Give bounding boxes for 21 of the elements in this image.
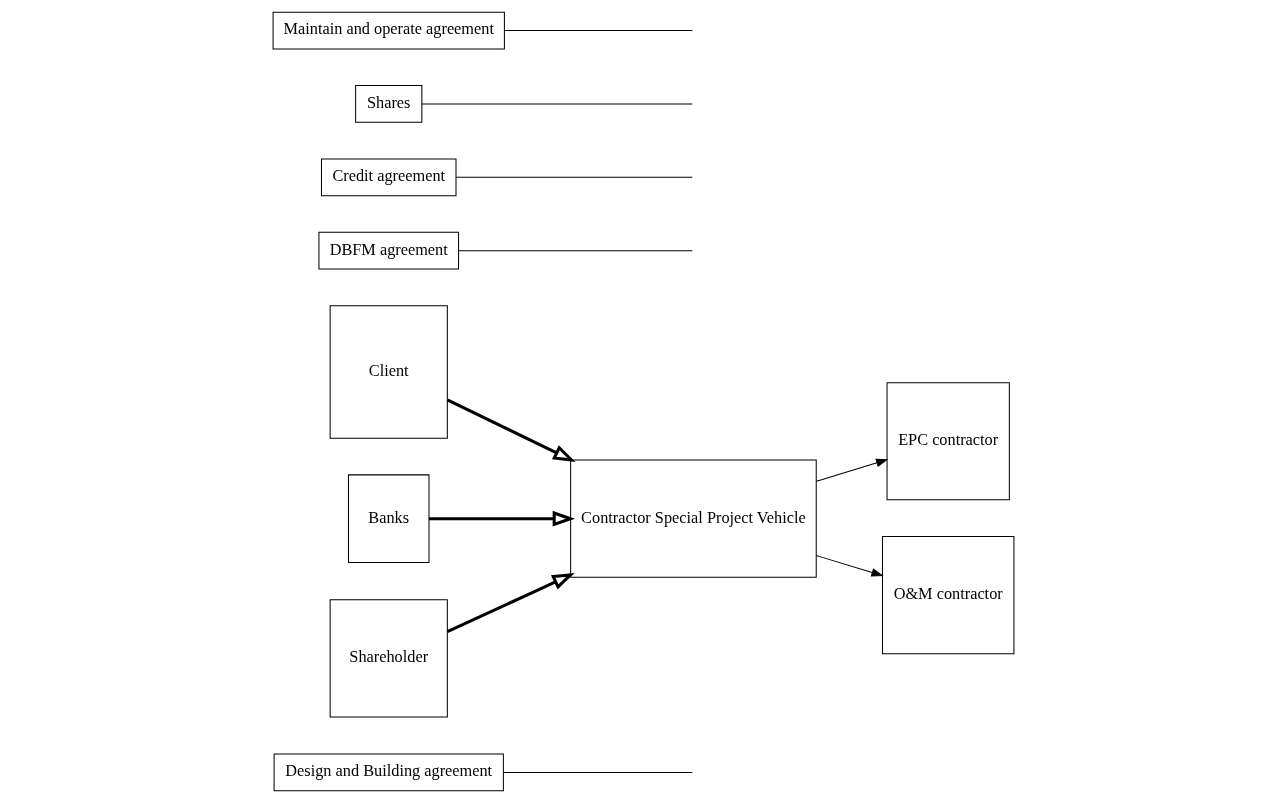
node-box: Credit agreement: [320, 158, 457, 197]
connector: [504, 30, 693, 32]
arrow: [446, 398, 576, 463]
node-box: Contractor Special Project Vehicle: [570, 459, 817, 578]
node-box: DBFM agreement: [318, 231, 460, 270]
node-box: EPC contractor: [886, 382, 1010, 501]
node-box: Design and Building agreement: [273, 753, 504, 792]
arrow: [446, 573, 575, 634]
arrow: [429, 510, 576, 527]
node-box: Client: [329, 305, 448, 439]
node-box: Shareholder: [329, 599, 448, 718]
connector: [458, 250, 693, 252]
connector: [455, 176, 693, 178]
arrow: [815, 555, 884, 577]
connector: [421, 103, 693, 105]
connector: [503, 771, 693, 773]
node-box: O&M contractor: [881, 536, 1015, 655]
node-box: Banks: [348, 474, 430, 563]
node-box: Shares: [355, 85, 423, 123]
arrow: [815, 458, 889, 482]
node-box: Maintain and operate agreement: [272, 11, 505, 50]
